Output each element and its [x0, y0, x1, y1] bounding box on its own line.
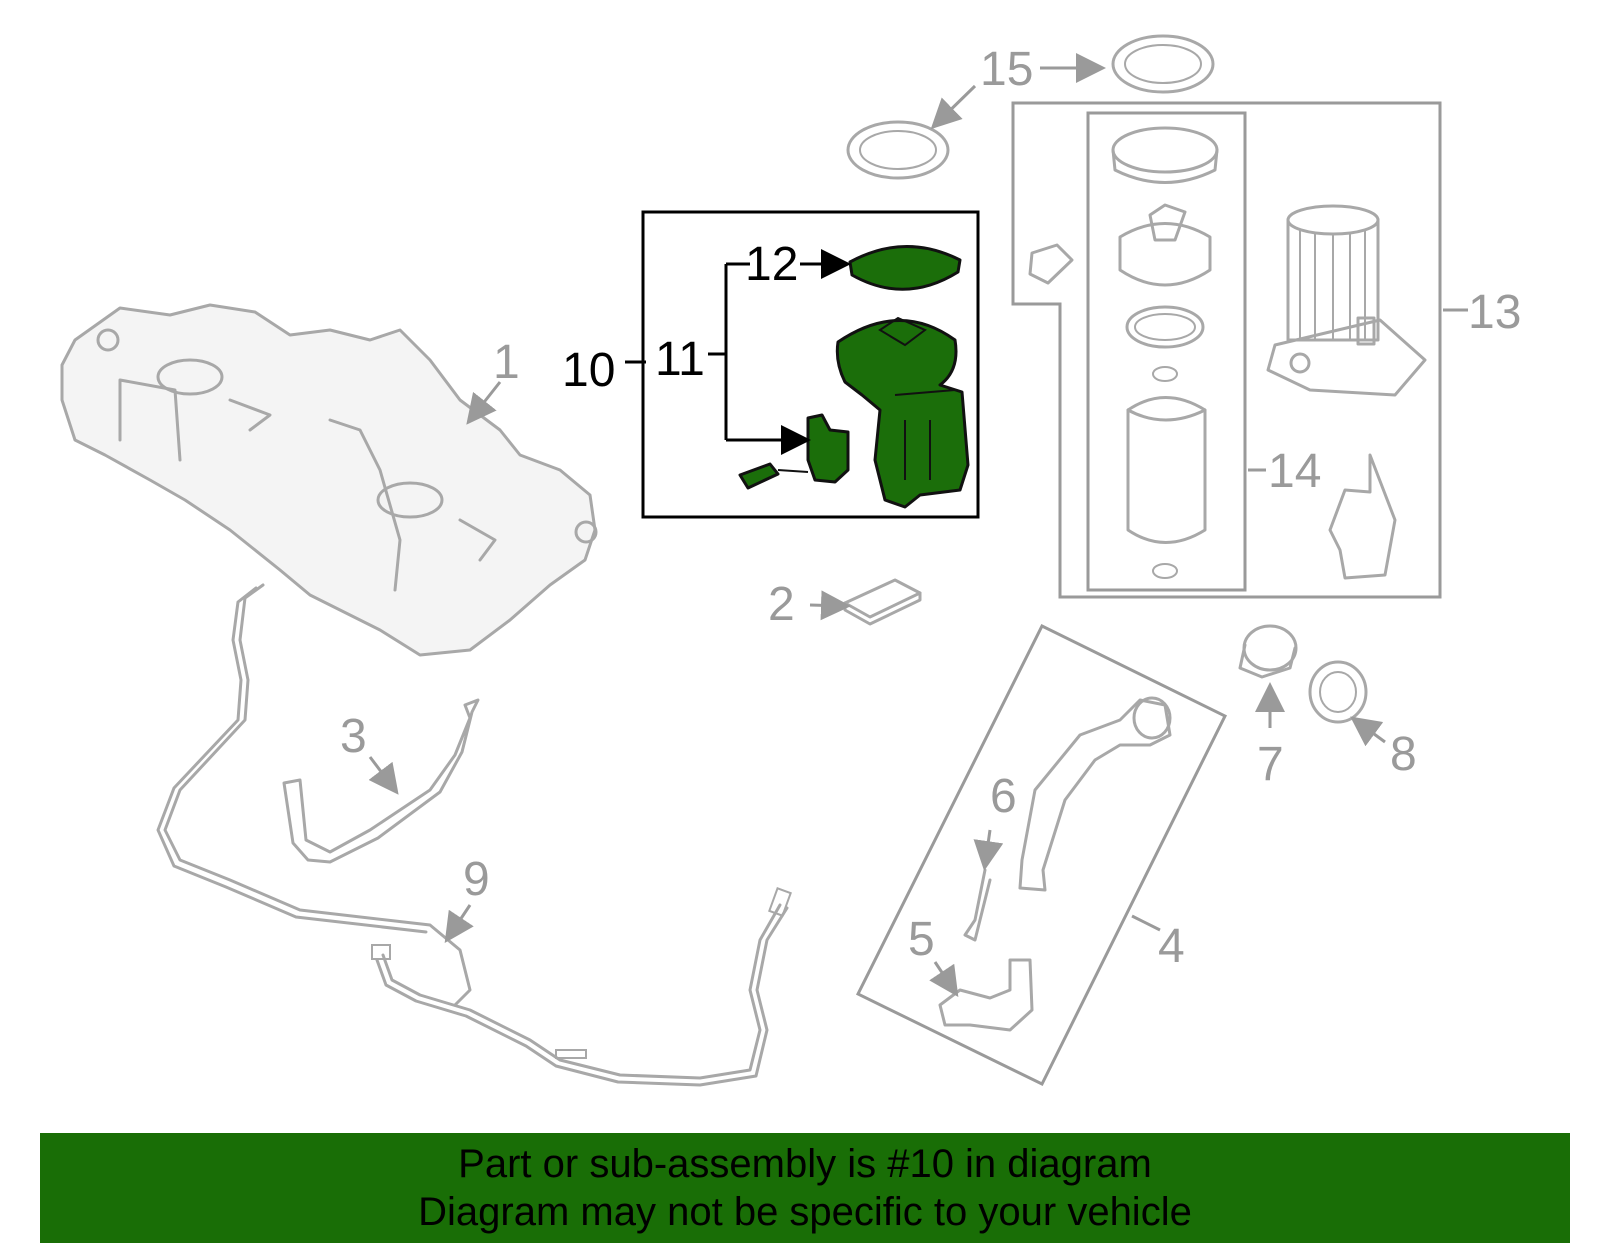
banner-line-1: Part or sub-assembly is #10 in diagram	[458, 1142, 1152, 1186]
callout-8: 8	[1390, 728, 1417, 781]
callout-3: 3	[340, 710, 367, 763]
callout-1: 1	[493, 336, 520, 389]
callout-11: 11	[655, 333, 705, 386]
callout-6: 6	[990, 770, 1017, 823]
callout-14: 14	[1268, 445, 1321, 498]
fuel-caps	[1238, 624, 1368, 724]
leader-lines	[368, 53, 1468, 997]
pump-seal-ring	[848, 245, 962, 291]
fuel-pump-module	[835, 319, 970, 509]
callout-5: 5	[908, 913, 935, 966]
lock-ring-seals	[846, 34, 1215, 180]
callout-4: 4	[1158, 920, 1185, 973]
callout-12: 12	[745, 238, 798, 291]
info-banner: Part or sub-assembly is #10 in diagram D…	[40, 1133, 1570, 1243]
insulation-pad	[843, 578, 922, 626]
filler-neck-box	[855, 623, 1228, 1087]
callout-2: 2	[768, 578, 795, 631]
callout-10: 10	[562, 344, 615, 397]
tank-strap	[282, 698, 480, 864]
level-sender	[806, 413, 850, 484]
pump-housing	[1266, 204, 1427, 580]
fuel-lines	[156, 583, 792, 1087]
filter-assembly	[1111, 126, 1219, 579]
group-13-box	[1011, 101, 1442, 599]
callout-13: 13	[1468, 286, 1521, 339]
callout-15: 15	[980, 43, 1033, 96]
fuel-tank	[60, 303, 598, 657]
callout-9: 9	[463, 853, 490, 906]
banner-line-2: Diagram may not be specific to your vehi…	[418, 1190, 1192, 1234]
callout-7: 7	[1257, 738, 1284, 791]
